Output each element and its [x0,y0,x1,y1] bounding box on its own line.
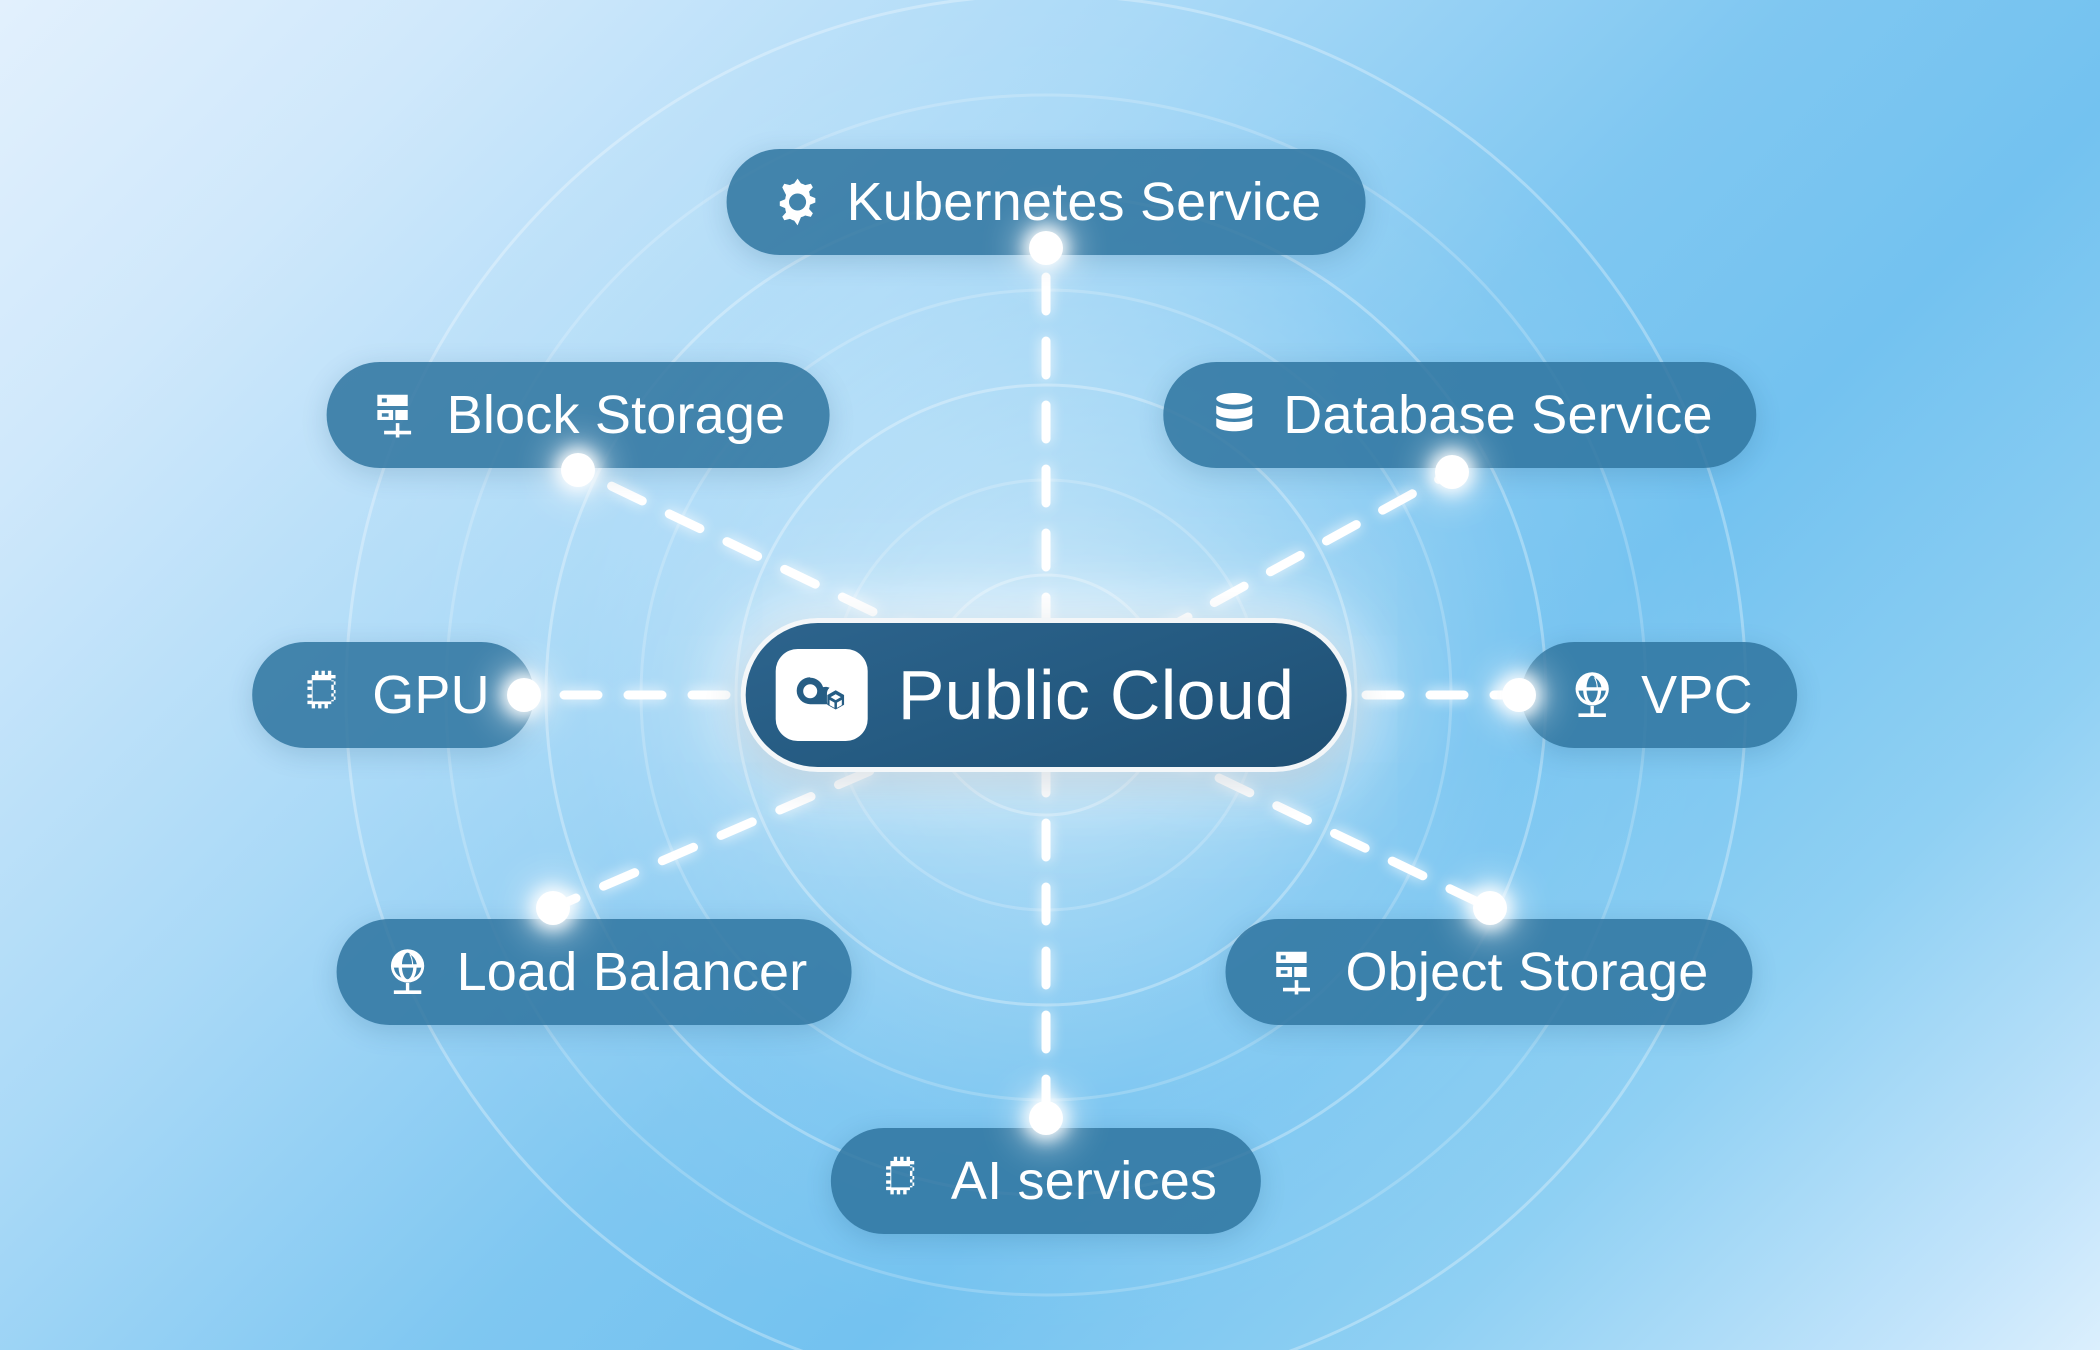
connector-dot-load-balancer [536,891,570,925]
node-public-cloud-hub[interactable]: Public Cloud [740,618,1352,772]
chip-icon [886,1156,915,1195]
gear-icon [779,178,816,226]
server-icon [1276,951,1310,995]
node-label-load-balancer: Load Balancer [456,942,808,1002]
database-icon [1216,392,1253,432]
connector-dot-gpu [507,678,541,712]
node-vpc[interactable]: VPC [1521,642,1797,748]
node-label-database-service: Database Service [1283,385,1713,445]
node-ai-services[interactable]: AI services [830,1128,1262,1234]
server-icon [377,394,412,438]
connector-dot-database-service [1435,455,1469,489]
globe-icon [1575,672,1609,717]
node-object-storage[interactable]: Object Storage [1225,919,1753,1025]
node-label-vpc: VPC [1641,665,1753,725]
globe-icon [390,949,425,994]
connector-dot-object-storage [1473,891,1507,925]
connector-dot-block-storage [561,453,595,487]
node-label-object-storage: Object Storage [1345,942,1709,1002]
node-label-block-storage: Block Storage [446,385,786,445]
node-database-service[interactable]: Database Service [1163,362,1757,468]
hub-icon-badge [775,649,868,741]
node-label-gpu: GPU [372,665,490,725]
node-block-storage[interactable]: Block Storage [326,362,830,468]
chip-icon [307,670,336,709]
cloud-cube-icon [796,677,845,710]
connector-dot-kubernetes-service [1029,231,1063,265]
node-load-balancer[interactable]: Load Balancer [336,919,852,1025]
hub-label: Public Cloud [897,656,1295,734]
background-ring [734,383,1358,1007]
connector-dot-ai-services [1029,1101,1063,1135]
node-label-ai-services: AI services [950,1151,1218,1211]
connector-dot-vpc [1502,678,1536,712]
node-label-kubernetes-service: Kubernetes Service [846,172,1322,232]
node-gpu[interactable]: GPU [252,642,534,748]
